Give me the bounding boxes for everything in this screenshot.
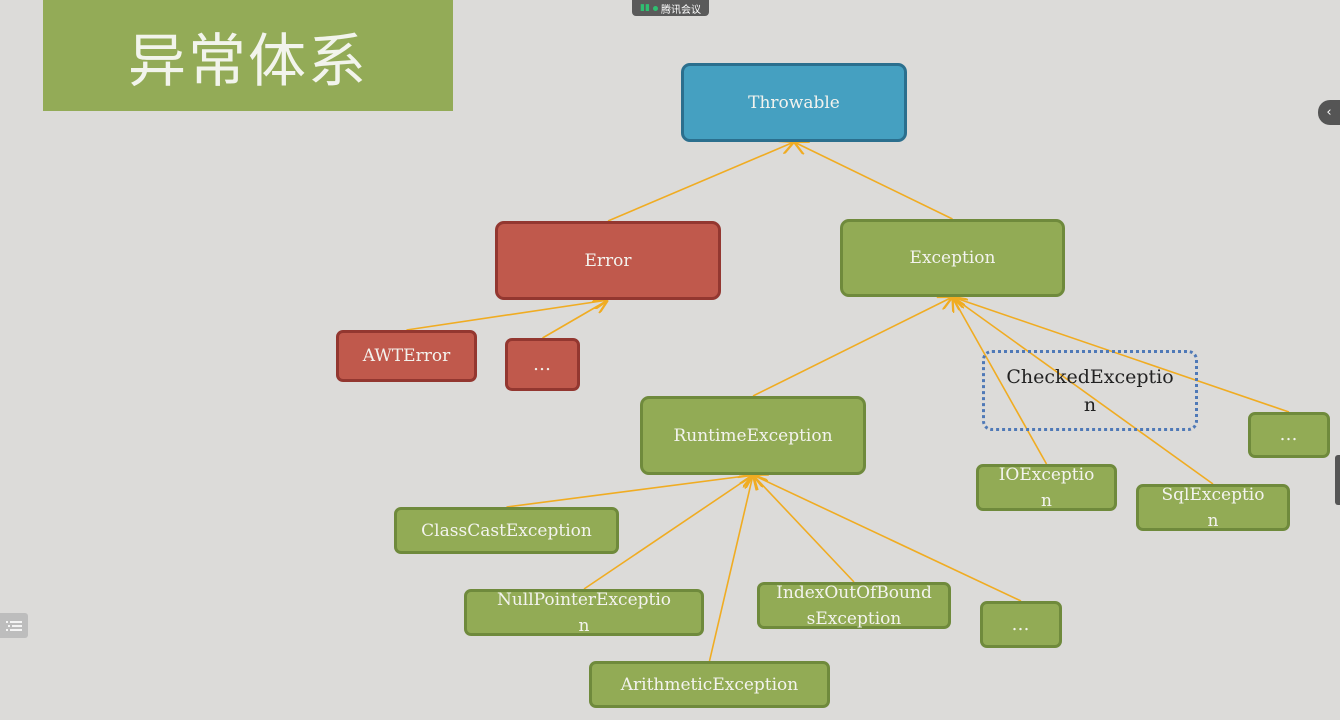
node-sqlexception[interactable]: SqlExceptio n [1136,484,1290,531]
title-banner: 异常体系 [43,0,453,111]
meeting-badge[interactable]: ▮▮ 腾讯会议 [632,0,709,16]
arrow-error-to-throwable [607,142,794,222]
node-exception[interactable]: Exception [840,219,1065,297]
node-arithmeticexception[interactable]: ArithmeticException [589,661,830,708]
chevron-left-icon: ‹ [1326,105,1332,120]
arrow-awterror-to-error [406,300,609,331]
node-label: … [533,353,552,375]
node-classcastexception[interactable]: ClassCastException [394,507,619,554]
node-error-more[interactable]: … [505,338,580,391]
node-label: Exception [909,248,996,268]
node-awterror[interactable]: AWTError [336,330,477,382]
node-label: IOExceptio n [998,464,1095,511]
node-indexoutofboundsexception[interactable]: IndexOutOfBound sException [757,582,951,629]
arrow-arithmetic-to-runtime [708,475,754,662]
collapse-panel-button[interactable]: ‹ [1318,100,1340,125]
node-label: RuntimeException [673,425,833,446]
node-exception-more[interactable]: … [1248,412,1330,458]
node-throwable[interactable]: Throwable [681,63,907,142]
node-label: CheckedExceptio n [1006,365,1174,416]
list-icon [6,620,22,631]
arrow-indexoutofbounds-to-runtime [753,475,855,583]
node-label: Error [584,250,632,271]
node-label: Throwable [748,92,840,113]
node-label: IndexOutOfBound sException [776,582,932,629]
outline-toggle-button[interactable] [0,613,28,638]
node-label: … [1011,613,1031,635]
arrow-classcast-to-runtime [506,475,754,508]
node-ioexception[interactable]: IOExceptio n [976,464,1117,511]
node-runtimeexception[interactable]: RuntimeException [640,396,866,475]
meeting-badge-label: 腾讯会议 [660,4,701,16]
arrow-runtime-to-exception [752,297,953,397]
arrow-exception-to-throwable [794,142,953,220]
node-label: AWTError [362,346,451,366]
node-nullpointerexception[interactable]: NullPointerExceptio n [464,589,704,636]
node-label: ArithmeticException [620,674,799,695]
status-dot-icon [652,5,658,11]
node-label: NullPointerExceptio n [496,589,672,636]
node-label: … [1279,424,1299,445]
side-scroll-handle[interactable] [1335,455,1340,505]
node-error[interactable]: Error [495,221,721,300]
page-title: 异常体系 [127,26,368,95]
node-checkedexception[interactable]: CheckedExceptio n [982,350,1198,431]
node-label: ClassCastException [421,520,592,541]
arrow-error_more-to-error [542,300,609,339]
signal-icon: ▮▮ [640,3,650,13]
node-runtime-more[interactable]: … [980,601,1062,648]
node-label: SqlExceptio n [1161,484,1265,531]
